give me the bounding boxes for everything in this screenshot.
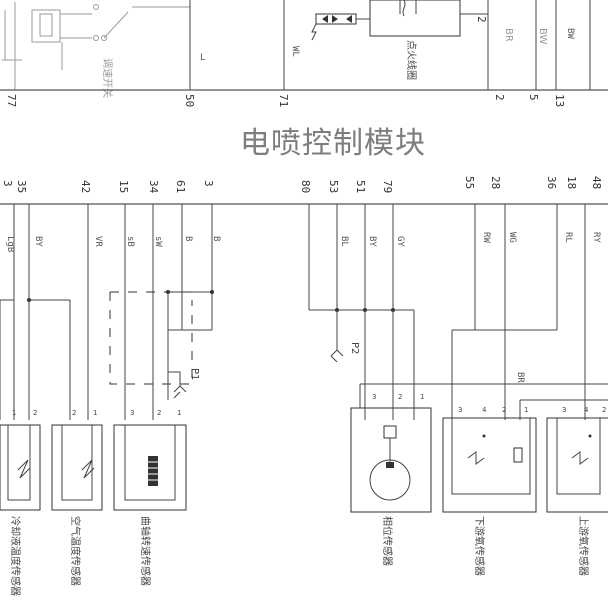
svg-text:1: 1 <box>12 409 16 417</box>
air-temp-sensor-label: 空气温度传感器 <box>69 516 82 586</box>
shield-label-P1: P1 <box>189 368 200 380</box>
crank-speed-sensor-label: 曲轴转速传感器 <box>139 516 152 586</box>
wire-RY: RY <box>591 232 601 243</box>
pin-61: 61 <box>174 180 187 193</box>
svg-text:1: 1 <box>524 406 528 414</box>
module-title: 电喷控制模块 <box>240 126 426 161</box>
coolant-temp-sensor <box>0 424 41 511</box>
wire-sW: sW <box>153 236 163 247</box>
wire-RL: RL <box>563 232 573 243</box>
wire-VR: VR <box>93 236 103 247</box>
svg-text:4: 4 <box>482 406 487 414</box>
svg-text:2: 2 <box>398 393 402 401</box>
top-wire-BR: BR <box>503 28 514 42</box>
ignition-coil-drawing: 点火线圈 <box>369 0 489 90</box>
downstream-o2-sensor-label: 下游氧传感器 <box>473 516 486 576</box>
pin-42: 42 <box>79 180 92 193</box>
svg-text:3: 3 <box>562 406 566 414</box>
svg-text:3: 3 <box>458 406 462 414</box>
o2-sensor-icon <box>571 451 589 465</box>
o2-sensor-icon <box>467 451 485 465</box>
wire-RW: RW <box>481 232 491 243</box>
left-connector-pins: 1 2 2 1 3 2 1 <box>12 409 181 417</box>
thermistor-icon <box>17 459 31 479</box>
wire-BL: BL <box>339 236 349 247</box>
right-wiring: BR <box>451 204 608 420</box>
svg-text:2: 2 <box>602 406 606 414</box>
pin-53: 53 <box>327 180 340 193</box>
pin-15: 15 <box>117 180 130 193</box>
left-wiring: P1 <box>0 204 214 420</box>
wire-sB: sB <box>125 236 135 247</box>
wire-LgB: LgB <box>5 236 15 252</box>
coolant-temp-sensor-label: 冷却液温度传感器 <box>9 516 22 596</box>
thermistor-icon <box>81 459 95 479</box>
wire-GY: GY <box>395 236 405 247</box>
pin-34: 34 <box>147 180 160 194</box>
pin-28: 28 <box>489 176 502 189</box>
upper-section: 调速开关 点火线圈 L WL BR BW <box>0 0 608 107</box>
speed-switch-drawing: 调速开关 <box>2 2 190 98</box>
top-pin-50: 50 <box>183 94 196 107</box>
wire-BY-1: BY <box>33 236 43 247</box>
speed-switch-label: 调速开关 <box>101 58 114 98</box>
upstream-o2-sensor <box>546 417 608 513</box>
top-wire-BW-1: BW <box>537 28 548 45</box>
svg-text:3: 3 <box>372 393 376 401</box>
top-wire-BW-2: BW <box>565 28 575 39</box>
pin-48: 48 <box>590 176 603 189</box>
pin-80: 80 <box>299 180 312 193</box>
pin-55: 55 <box>463 176 476 189</box>
pin-36: 36 <box>545 176 558 189</box>
top-pin-77: 77 <box>5 94 18 107</box>
upstream-o2-sensor-label: 上游氧传感器 <box>577 516 590 576</box>
phase-sensor <box>350 383 608 513</box>
svg-text:1: 1 <box>177 409 181 417</box>
top-pin-71: 71 <box>277 94 290 107</box>
top-pin-2: 2 <box>493 94 506 101</box>
spark-symbol <box>311 13 370 41</box>
svg-text:1: 1 <box>420 393 424 401</box>
pin-51: 51 <box>354 180 367 193</box>
svg-text:2: 2 <box>72 409 76 417</box>
top-wire-L: L <box>200 53 205 63</box>
svg-text:2: 2 <box>33 409 37 417</box>
top-wire-WL: WL <box>290 46 300 57</box>
pin-3: 3 <box>202 180 215 187</box>
pin-18: 18 <box>565 176 578 189</box>
wire-BY-2: BY <box>367 236 377 247</box>
pin-79: 79 <box>381 180 394 193</box>
top-pin-5: 5 <box>527 94 540 101</box>
wire-labels: LgB BY VR sB sW B B BL BY GY RW WG RL RY <box>5 232 601 252</box>
svg-text:4: 4 <box>584 406 589 414</box>
main-pin-row: 3 35 42 15 34 61 3 80 53 51 79 55 28 36 … <box>1 176 603 194</box>
phase-sensor-wheel-icon <box>369 459 411 501</box>
svg-text:3: 3 <box>130 409 134 417</box>
svg-text:1: 1 <box>93 409 97 417</box>
shield-label-P2: P2 <box>349 342 360 354</box>
svg-text:2: 2 <box>502 406 506 414</box>
air-temp-sensor <box>51 424 103 511</box>
wire-WG: WG <box>507 232 517 243</box>
wire-B-2: B <box>211 236 221 241</box>
coil-icon <box>148 456 158 486</box>
top-pin-13: 13 <box>553 94 566 107</box>
pin-35: 35 <box>15 180 28 193</box>
svg-text:2: 2 <box>157 409 161 417</box>
svg-text:3: 3 <box>1 180 14 187</box>
crank-speed-sensor <box>113 424 187 511</box>
phase-sensor-label: 相位传感器 <box>381 516 394 566</box>
svg-text:2: 2 <box>475 16 488 23</box>
wire-BR: BR <box>515 372 525 383</box>
phase-wiring: P2 <box>308 204 415 420</box>
downstream-o2-sensor <box>442 417 537 513</box>
wire-B-1: B <box>183 236 193 241</box>
ignition-coil-label: 点火线圈 <box>405 40 418 80</box>
